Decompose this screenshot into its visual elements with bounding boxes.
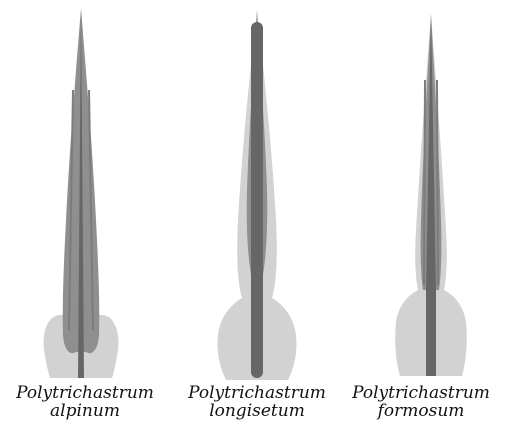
caption-genus: Polytrichastrum <box>336 384 506 402</box>
caption-alpinum: Polytrichastrum alpinum <box>0 384 170 420</box>
leaf-illustration-formosum <box>386 0 476 382</box>
caption-epithet: longisetum <box>172 402 342 420</box>
leaf-costa <box>251 22 263 378</box>
leaf-illustration-longisetum <box>212 0 302 382</box>
caption-genus: Polytrichastrum <box>0 384 170 402</box>
leaf-illustration-alpinum <box>36 0 126 382</box>
caption-epithet: alpinum <box>0 402 170 420</box>
caption-longisetum: Polytrichastrum longisetum <box>172 384 342 420</box>
caption-genus: Polytrichastrum <box>172 384 342 402</box>
caption-epithet: formosum <box>336 402 506 420</box>
caption-formosum: Polytrichastrum formosum <box>336 384 506 420</box>
